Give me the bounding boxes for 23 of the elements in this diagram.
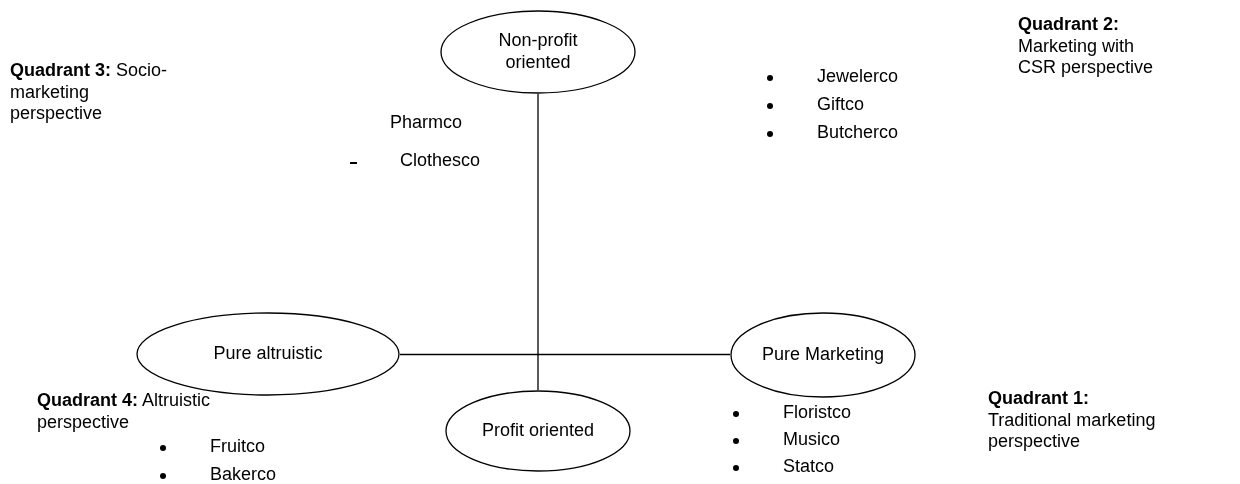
node-label: Profit oriented — [481, 420, 595, 442]
list-item: Butcherco — [817, 122, 899, 143]
node-label: Pure Marketing — [761, 344, 885, 366]
quadrant-description: Quadrant 2: Marketing with CSR perspective — [1018, 14, 1155, 79]
quadrant-description: Quadrant 1: Traditional marketing perspective — [988, 388, 1157, 453]
list-item: Musico — [783, 429, 840, 450]
ellipse-node — [730, 312, 916, 398]
ellipse-node — [440, 10, 636, 94]
ellipse-node — [445, 390, 631, 472]
list-item: Clothesco — [400, 150, 481, 171]
quadrant-description: Quadrant 3: Socio-marketing perspective — [10, 60, 169, 125]
list-item: Pharmco — [390, 112, 463, 133]
list-item: Jewelerco — [817, 66, 899, 87]
list-item: Fruitco — [210, 436, 265, 457]
list-item: Floristco — [783, 402, 851, 423]
node-label: Non-profit oriented — [497, 30, 579, 74]
axis-line — [399, 353, 731, 356]
list-item: Bakerco — [210, 464, 277, 484]
node-label: Pure altruistic — [213, 343, 323, 365]
quadrant-description: Quadrant 4: Altruistic perspective — [37, 390, 212, 434]
list-item: Giftco — [817, 94, 864, 115]
axis-line — [537, 93, 539, 391]
list-item: Statco — [783, 456, 835, 477]
